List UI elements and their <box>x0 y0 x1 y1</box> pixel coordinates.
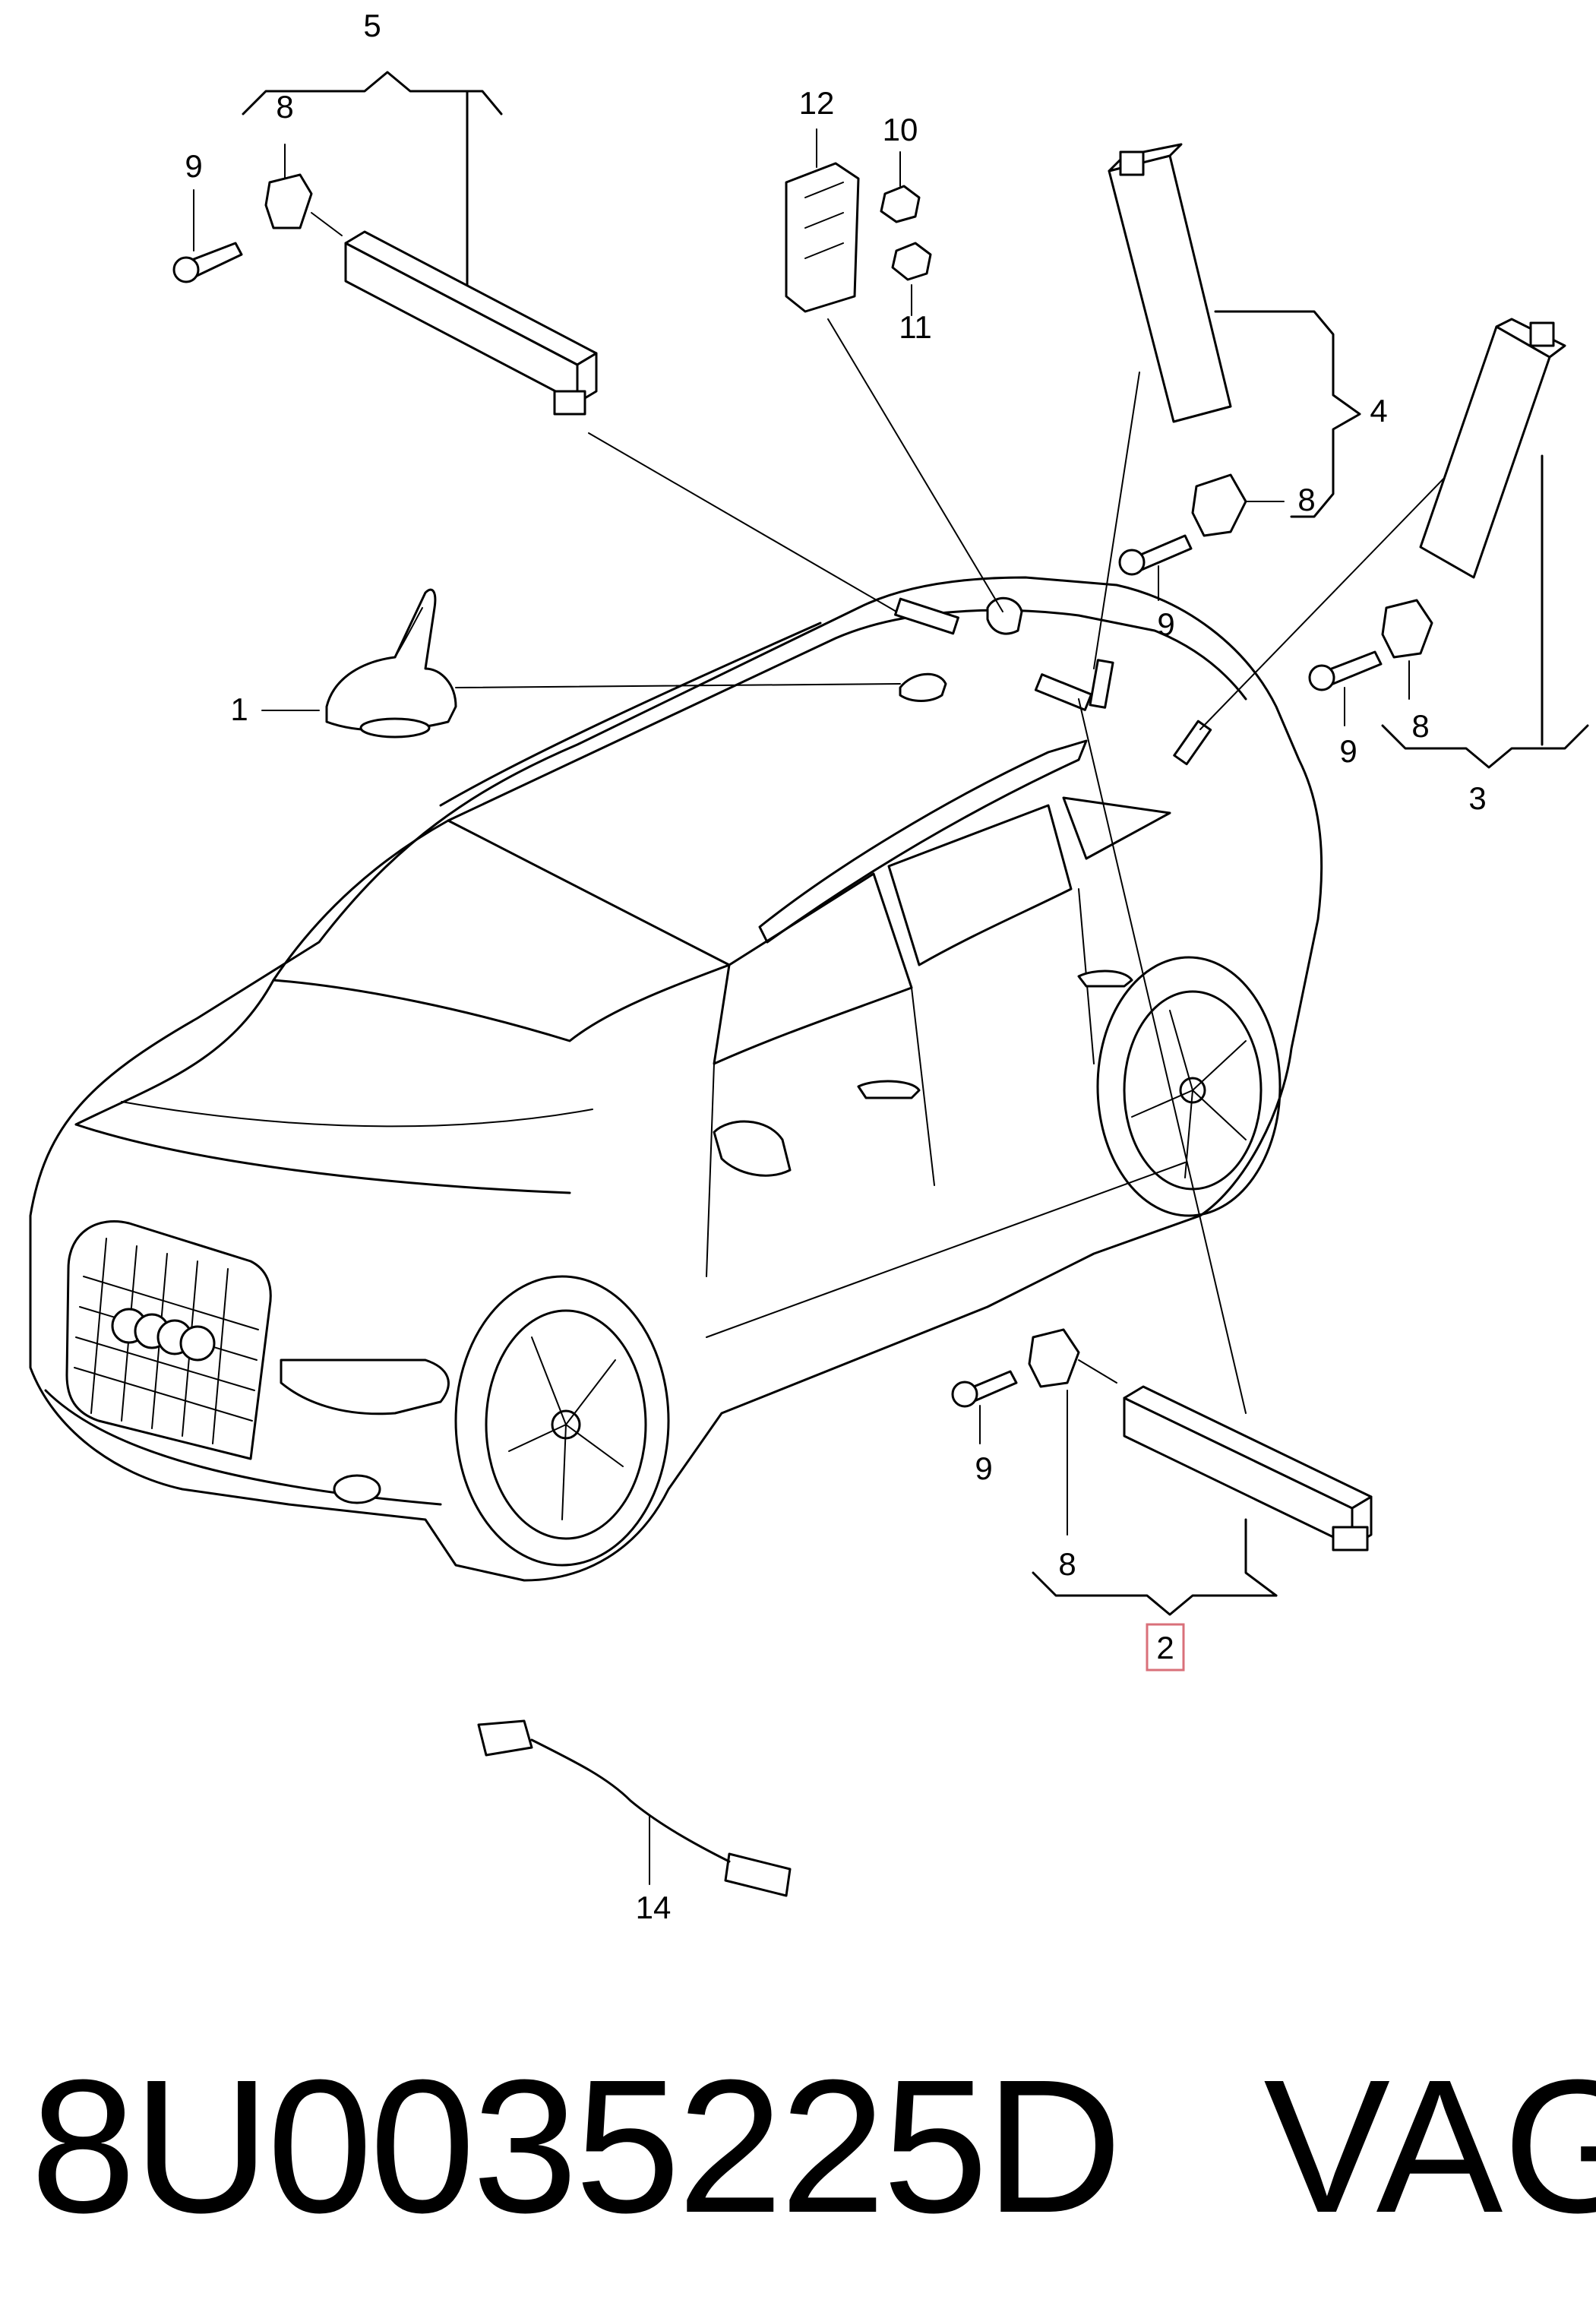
rear-wheel <box>1096 956 1282 1217</box>
callout-9-right-lower: 9 <box>1339 733 1357 769</box>
callout-9-right-upper: 9 <box>1157 606 1174 642</box>
callout-9-top-left: 9 <box>185 148 202 184</box>
callout-14: 14 <box>636 1890 672 1925</box>
front-wheel <box>454 1275 670 1567</box>
callout-labels: 1 2 3 4 5 8 8 8 8 9 9 9 9 10 11 12 14 <box>185 8 1486 1925</box>
callout-8-right-lower: 8 <box>1411 708 1429 744</box>
callout-9-bottom: 9 <box>975 1450 992 1486</box>
part-1-roof-antenna <box>261 588 457 739</box>
parts-diagram: 1 2 3 4 5 8 8 8 8 9 9 9 9 10 11 12 14 <box>29 8 1589 1925</box>
callout-8-top-left: 8 <box>276 89 293 125</box>
callout-8-right-upper: 8 <box>1297 482 1315 517</box>
part-14-cable <box>477 1719 792 1897</box>
callout-1: 1 <box>230 691 248 727</box>
part-2-antenna-amplifier <box>951 1328 1373 1672</box>
callout-10: 10 <box>883 112 918 147</box>
leader-lines <box>455 318 1452 1414</box>
callout-11: 11 <box>899 309 932 345</box>
roof-antenna-base-mark <box>899 672 947 702</box>
footer-caption: 8U0035225D VAG <box>30 2021 1596 2272</box>
part-3-antenna-amplifier <box>1308 318 1589 769</box>
callout-3: 3 <box>1468 780 1486 816</box>
callout-2: 2 <box>1156 1630 1174 1665</box>
part-5-antenna-amplifier <box>172 71 598 416</box>
brand-label: VAG <box>1263 2040 1596 2252</box>
brand-rings-logo <box>111 1308 216 1362</box>
callout-4: 4 <box>1370 393 1387 429</box>
vehicle-illustration <box>29 576 1323 1582</box>
selected-part-highlight <box>1146 1623 1185 1672</box>
callout-12: 12 <box>799 85 835 121</box>
part-number: 8U0035225D <box>30 2040 1122 2252</box>
callout-8-bottom: 8 <box>1058 1546 1076 1582</box>
part-4-antenna-amplifier <box>1108 143 1361 601</box>
callout-5: 5 <box>363 8 381 43</box>
part-12-bracket <box>785 128 932 316</box>
